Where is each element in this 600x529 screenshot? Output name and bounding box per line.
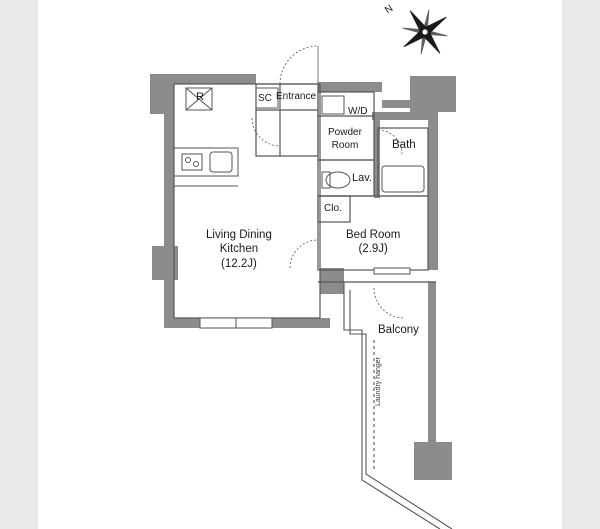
bathtub <box>381 165 425 193</box>
walls <box>150 74 456 480</box>
compass-rose <box>402 9 448 55</box>
label-balcony: Balcony <box>378 324 419 336</box>
fixtures <box>321 95 425 193</box>
wall-right-lower <box>428 282 436 444</box>
shoe-cabinet-box <box>255 87 279 109</box>
fridge-box <box>185 87 213 111</box>
pillar-bottom-right <box>414 442 452 480</box>
wall-top-right <box>382 100 414 108</box>
left-margin-band <box>0 0 38 529</box>
label-entrance: Entrance <box>276 91 317 102</box>
wall-bath-divider <box>374 120 380 198</box>
windows <box>199 267 411 329</box>
label-living: Living Dining Kitchen (12.2J) <box>206 228 272 271</box>
label-closet: Clo. <box>324 203 342 214</box>
wall-bedroom-top <box>372 112 432 120</box>
kitchen-counter <box>173 147 239 187</box>
label-living-line1: Living Dining <box>206 229 272 241</box>
label-washer-dryer: W/D <box>348 106 368 117</box>
washer-box <box>321 95 345 115</box>
label-bedroom-line2: (2.9J) <box>358 243 388 256</box>
door-swings <box>251 45 405 319</box>
wall-stub-bottom <box>320 268 344 294</box>
wall-right <box>428 100 438 270</box>
wall-top-left <box>150 74 256 84</box>
label-powder-room-line1: Powder <box>328 127 362 138</box>
label-powder-room: Powder Room <box>328 127 362 152</box>
room-bedroom <box>317 195 429 271</box>
label-bath: Bath <box>392 139 416 151</box>
label-powder-room-line2: Room <box>331 139 359 151</box>
wall-top-entrance <box>318 82 382 92</box>
label-refrigerator: R <box>196 91 204 103</box>
toilet <box>325 171 351 189</box>
label-lavatory: Lav. <box>352 172 372 184</box>
wall-left <box>164 74 174 324</box>
label-bedroom: Bed Room (2.9J) <box>346 228 400 257</box>
right-margin-band <box>562 0 600 529</box>
label-shoe-cabinet: SC <box>258 93 272 104</box>
balcony-outline <box>343 282 453 529</box>
label-bedroom-line1: Bed Room <box>346 229 401 241</box>
label-laundry-hanger: Laundry hanger <box>375 356 383 407</box>
partitions <box>173 83 436 319</box>
room-living <box>173 83 321 319</box>
label-living-line3: (12.2J) <box>221 257 257 270</box>
label-living-line2: Kitchen <box>219 243 259 256</box>
